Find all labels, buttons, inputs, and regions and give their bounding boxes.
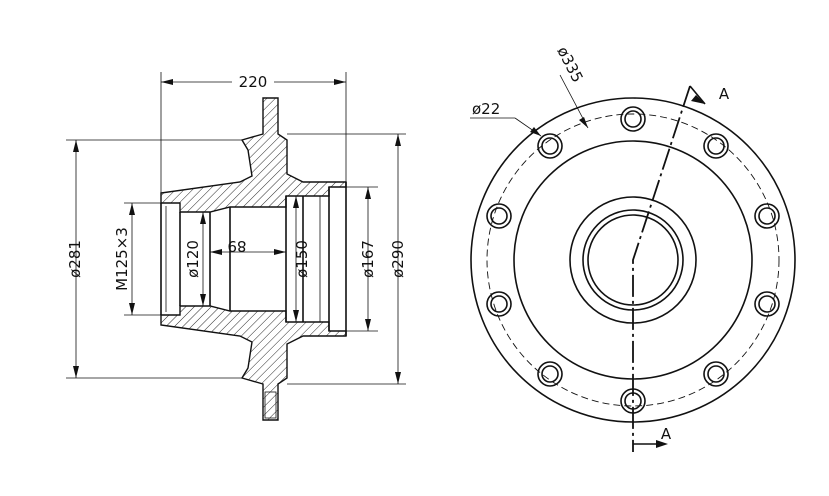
bolt-hole-inner	[490, 207, 508, 225]
dim-89-label: 89	[227, 237, 246, 255]
bore-innermost-circle	[587, 214, 679, 306]
section-arrow-top-stem	[689, 85, 706, 105]
section-label-top: A	[719, 85, 730, 103]
section-label-bottom: A	[661, 425, 672, 443]
bolt-hole-inner	[624, 110, 642, 128]
front-view: A A ø22 ø335	[470, 44, 796, 452]
bolt-hole-inner	[541, 137, 559, 155]
bolt-hole	[754, 291, 780, 317]
bolt-hole-section	[264, 391, 277, 419]
bolt-hole	[703, 361, 729, 387]
dim-220-label: 220	[239, 73, 268, 91]
bolt-hole	[537, 361, 563, 387]
bolt-hole	[620, 106, 646, 132]
dim-120-label: ø120	[184, 240, 202, 278]
dim-281-label: ø281	[66, 240, 84, 278]
dim-22-label: ø22	[472, 100, 500, 118]
dim-335-label: ø335	[553, 44, 586, 86]
lower-wall-section	[160, 305, 347, 421]
bolt-hole-inner	[758, 295, 776, 313]
dim-290-label: ø290	[389, 240, 407, 278]
section-view: 220 ø281 M125×3 ø120 89 ø150	[66, 72, 407, 421]
bolt-hole-inner	[541, 365, 559, 383]
dim-150-label: ø150	[293, 240, 311, 278]
bolt-pitch-circle	[486, 113, 780, 407]
bolt-hole	[703, 133, 729, 159]
bolt-hole	[537, 133, 563, 159]
section-line-a-a	[632, 85, 691, 452]
upper-wall-section	[160, 97, 347, 213]
bolt-hole-inner	[758, 207, 776, 225]
bolt-hole	[754, 203, 780, 229]
bolt-hole	[486, 203, 512, 229]
bolt-holes	[486, 106, 780, 414]
bolt-hole-inner	[490, 295, 508, 313]
bolt-hole-inner	[707, 137, 725, 155]
dim-167-label: ø167	[359, 240, 377, 278]
bolt-hole	[486, 291, 512, 317]
dim-m125-label: M125×3	[113, 227, 131, 291]
bolt-hole-inner	[707, 365, 725, 383]
